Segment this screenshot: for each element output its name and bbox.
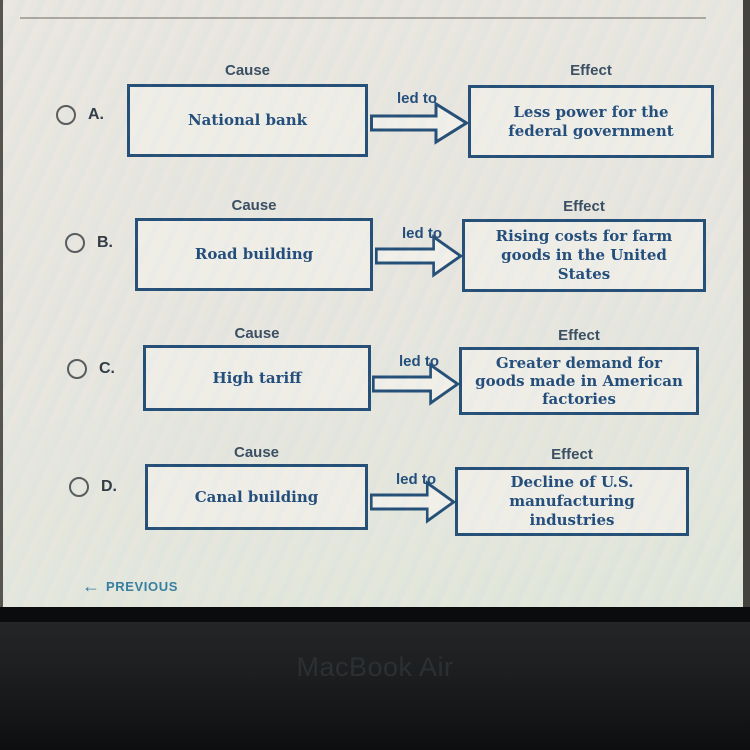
option-c-radio[interactable]: [67, 359, 87, 379]
led-to-label: led to: [399, 353, 439, 370]
effect-label: Effect: [563, 198, 605, 215]
option-a-letter[interactable]: A.: [88, 106, 104, 123]
led-to-arrow-icon: [370, 480, 455, 524]
led-to-arrow-icon: [372, 362, 459, 406]
option-a-radio[interactable]: [56, 105, 76, 125]
cause-label: Cause: [231, 197, 277, 214]
effect-box: Rising costs for farm goods in the Unite…: [462, 219, 706, 292]
macbook-air-brand-label: MacBook Air: [296, 652, 454, 682]
led-to-arrow-icon: [370, 101, 468, 145]
effect-box: Less power for the federal government: [468, 85, 714, 158]
led-to-label: led to: [402, 225, 442, 242]
led-to-label: led to: [397, 90, 437, 107]
option-c-letter[interactable]: C.: [99, 360, 115, 377]
previous-label: PREVIOUS: [106, 579, 178, 594]
quiz-screen: A. Cause Effect National bank led to Les…: [0, 0, 750, 612]
screen-left-edge: [0, 0, 3, 612]
laptop-bezel: MacBook Air: [0, 622, 750, 750]
screen-right-edge: [743, 0, 750, 612]
screen-bottom-edge: [0, 607, 750, 622]
option-b-letter[interactable]: B.: [97, 234, 113, 251]
effect-box: Decline of U.S. manufacturing industries: [455, 467, 689, 536]
cause-box: High tariff: [143, 345, 371, 411]
back-arrow-icon: ←: [82, 576, 100, 596]
effect-label: Effect: [551, 446, 593, 463]
effect-label: Effect: [558, 327, 600, 344]
effect-label: Effect: [570, 62, 612, 79]
effect-box: Greater demand for goods made in America…: [459, 347, 699, 415]
option-d-radio[interactable]: [69, 477, 89, 497]
top-divider-line: [20, 17, 706, 19]
cause-box: Road building: [135, 218, 373, 291]
option-b-radio[interactable]: [65, 233, 85, 253]
led-to-arrow-icon: [375, 234, 462, 278]
cause-label: Cause: [233, 444, 280, 461]
previous-button[interactable]: ← PREVIOUS: [82, 576, 178, 597]
cause-label: Cause: [234, 325, 280, 342]
cause-label: Cause: [224, 62, 271, 79]
cause-box: Canal building: [145, 464, 368, 530]
option-d-letter[interactable]: D.: [101, 478, 117, 495]
cause-box: National bank: [127, 84, 368, 157]
